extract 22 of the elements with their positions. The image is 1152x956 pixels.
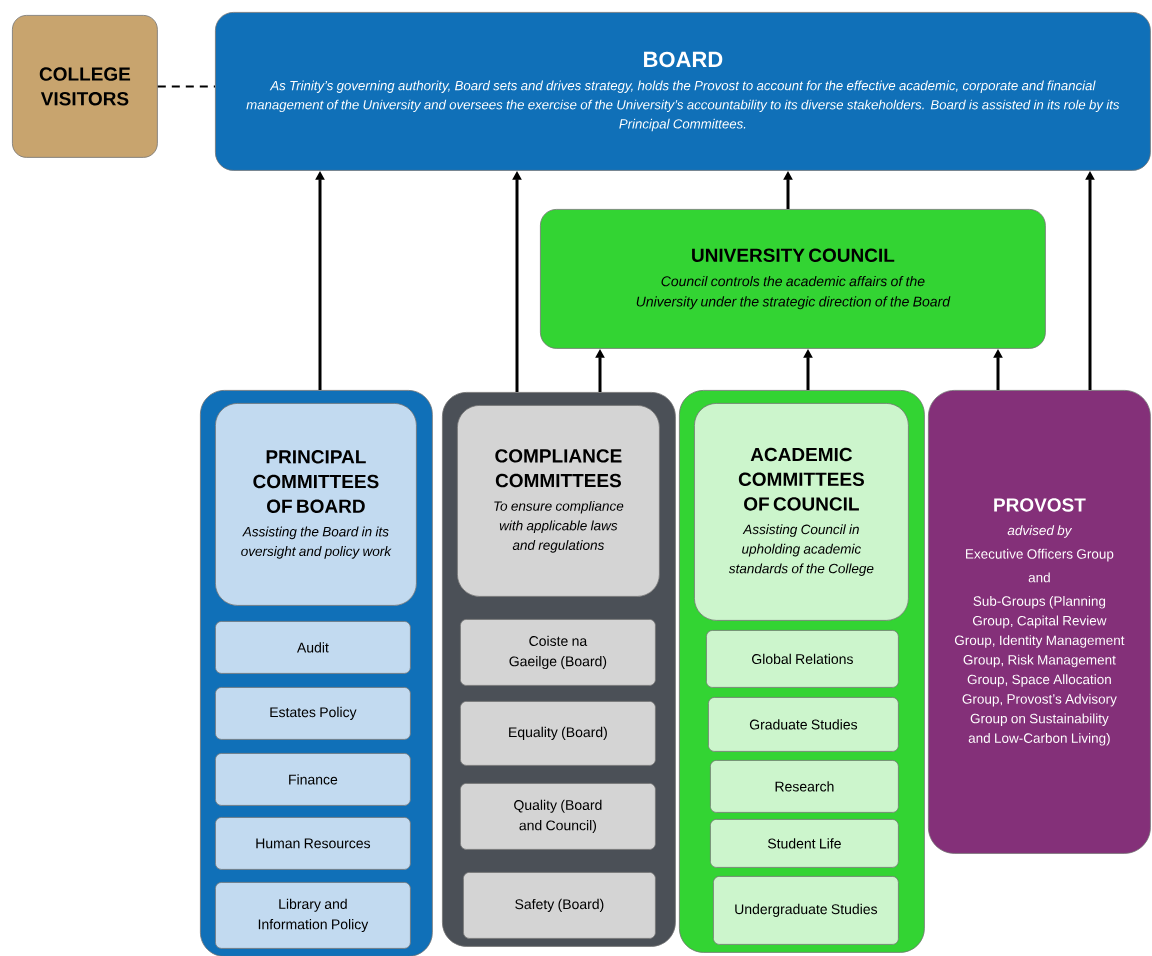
visitor-box: COLLEGE VISITORS <box>12 15 158 158</box>
committee-box: Graduate Studies <box>708 697 899 752</box>
committee-box: Equality (Board) <box>460 701 656 766</box>
committee-box: Library and Information Policy <box>215 882 411 949</box>
committee-header-box: PRINCIPAL COMMITTEES OF BOARD Assisting the Board in its oversight and policy work <box>215 403 417 606</box>
dashed-line <box>156 85 216 88</box>
committee-box: Human Resources <box>215 817 411 870</box>
committee-header-box: COMPLIANCE COMMITTEES To ensure compliance with applicable laws and regulations <box>457 405 660 597</box>
committee-box: Finance <box>215 753 411 806</box>
committee-box: Coiste na Gaeilge (Board) <box>460 619 656 686</box>
committee-box: Student Life <box>710 819 899 868</box>
council-box: UNIVERSITY COUNCIL Council controls the academic affairs of the University under the strategic direction of the Board <box>540 209 1046 349</box>
committee-box: Research <box>710 760 899 813</box>
committee-header-box: ACADEMIC COMMITTEES OF COUNCIL Assisting Council in upholding academic standards of the College <box>694 403 909 621</box>
committee-box: Safety (Board) <box>463 872 656 939</box>
committee-box: Estates Policy <box>215 687 411 740</box>
board-box: BOARD As Trinity’s governing authority, Board sets and drives strategy, holds the Provost to account for the effective academic, corporate and financial management of the University and oversees the exercise of the University’s accountability to its diverse stakeholders. Board is assisted in its role by its Principal Committees. <box>215 12 1151 171</box>
committee-box: Audit <box>215 621 411 674</box>
committee-box: Quality (Board and Council) <box>460 783 656 850</box>
provost-box: PROVOST advised by Executive Officers Group and Sub-Groups (Planning Group, Capital Review Group, Identity Management Group, Risk Management Group, Space Allocation Group, Provost’s Advisory Group on Sustainability and Low-Carbon Living) <box>928 390 1151 854</box>
committee-box: Global Relations <box>706 630 899 688</box>
committee-box: Undergraduate Studies <box>713 876 899 945</box>
